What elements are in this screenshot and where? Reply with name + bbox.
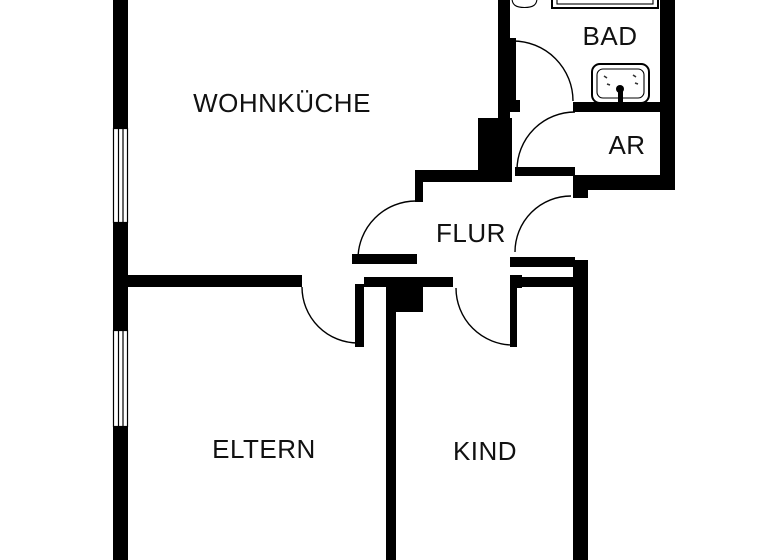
door-flur xyxy=(514,195,572,253)
room-label-kind: KIND xyxy=(453,436,517,466)
walls xyxy=(113,0,675,560)
sink-icon xyxy=(591,63,650,104)
window-wohnkueche xyxy=(112,127,129,224)
toilet-bowl xyxy=(511,0,538,9)
door-swing-arc xyxy=(357,200,417,260)
window-frame xyxy=(112,329,129,428)
wall-eltern-top xyxy=(128,275,302,287)
wall-ar-left-lower xyxy=(573,175,588,198)
wall-ar-south xyxy=(577,175,675,190)
wall-bad-floor-left xyxy=(498,100,520,112)
door-leaf xyxy=(510,38,516,102)
wall-kind-top-left xyxy=(364,277,453,287)
wall-kind-top-right xyxy=(515,277,577,287)
bathtub-basin xyxy=(556,0,654,5)
door-jamb xyxy=(510,275,522,288)
wall-flur-north xyxy=(415,170,512,182)
door-leaf xyxy=(510,288,517,347)
wall-flur-northeast-chunk xyxy=(478,118,512,170)
door-eltern xyxy=(301,284,364,347)
wall-bad-left xyxy=(498,0,510,118)
wall-bad-ar xyxy=(573,102,675,112)
door-swing-arc xyxy=(516,111,576,171)
sink-detail xyxy=(603,75,611,86)
wall-kind-right xyxy=(573,260,588,560)
toilet-icon xyxy=(511,0,538,9)
room-label-eltern: ELTERN xyxy=(212,434,316,464)
door-swing-arc xyxy=(301,286,359,344)
window-frame xyxy=(112,127,129,224)
wall-right xyxy=(660,0,675,190)
bathtub-icon xyxy=(551,0,659,9)
room-label-wohnkueche: WOHNKÜCHE xyxy=(193,88,371,118)
sink-detail xyxy=(632,74,639,85)
door-swing-arc xyxy=(512,40,574,102)
door-swing-arc xyxy=(514,195,572,253)
wall-flur-east xyxy=(510,257,575,267)
wall-flur-southwest xyxy=(352,254,417,264)
door-kind xyxy=(455,275,522,347)
room-label-flur: FLUR xyxy=(436,218,506,248)
door-ar xyxy=(515,111,576,176)
wall-flur-north-jamb xyxy=(415,182,423,202)
door-leaf xyxy=(355,284,364,347)
wall-left-middle xyxy=(113,223,128,330)
room-label-bad: BAD xyxy=(583,21,638,51)
wall-eltern-kind-divider xyxy=(386,277,396,560)
sink-faucet-stem xyxy=(618,89,623,104)
wall-left-top xyxy=(113,0,128,128)
door-swing-arc xyxy=(455,287,514,346)
window-eltern xyxy=(112,329,129,428)
door-leaf xyxy=(515,167,575,176)
room-label-ar: AR xyxy=(608,130,645,160)
door-bad xyxy=(510,38,574,102)
wall-left-bottom xyxy=(113,427,128,560)
door-wohnkueche xyxy=(357,200,417,260)
